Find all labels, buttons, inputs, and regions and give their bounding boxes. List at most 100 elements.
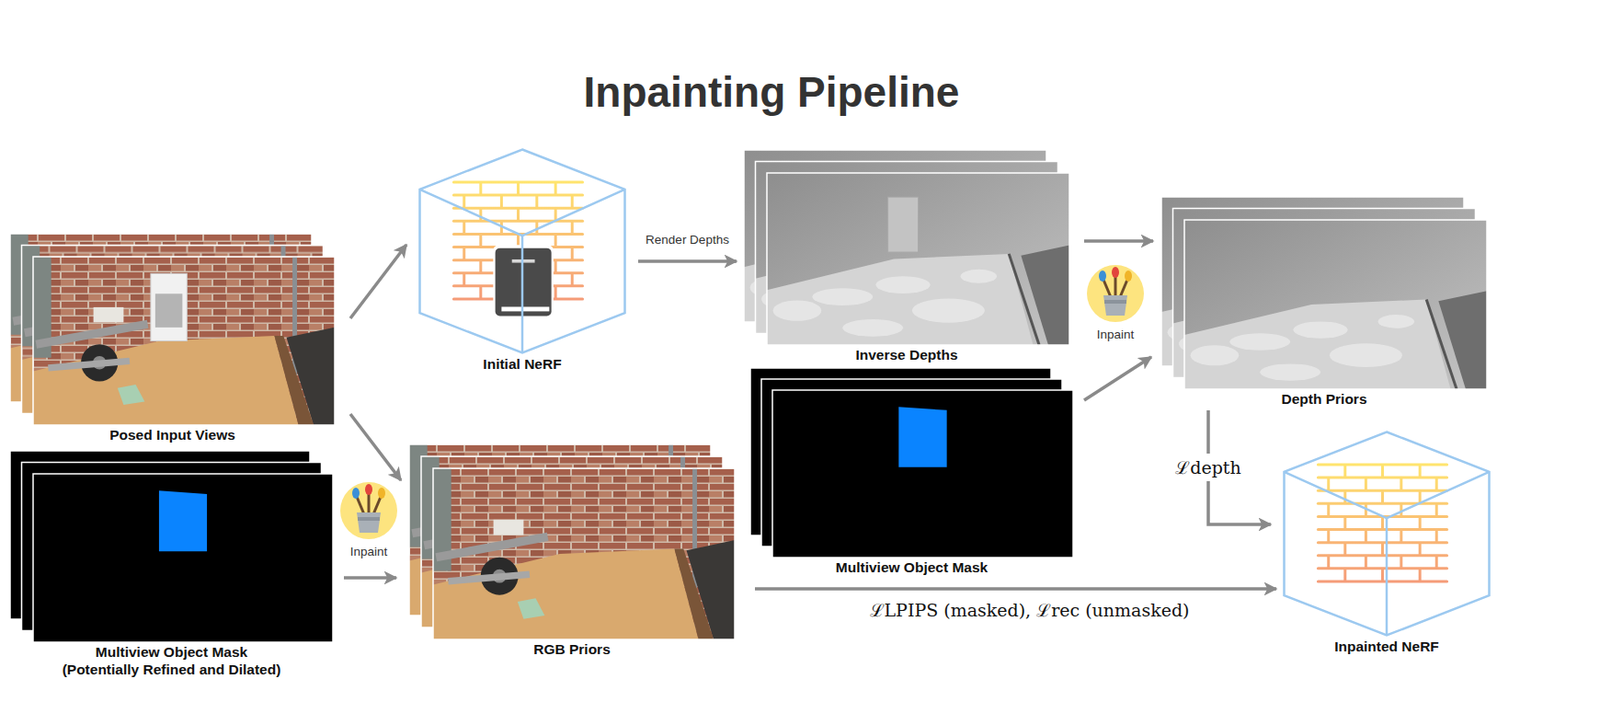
drawn-line (571, 247, 574, 261)
drawn-line (554, 233, 558, 247)
drawn-ellipse (1329, 342, 1403, 367)
arrow-connector (638, 259, 737, 263)
drawn-line (1317, 502, 1447, 505)
drawn-ellipse (1259, 363, 1321, 380)
drawn-rect (357, 516, 380, 521)
drawn-rect (1184, 219, 1487, 389)
drawn-line (373, 496, 381, 515)
image-stack: RGB Priors (409, 444, 735, 658)
arrow-connector (350, 413, 401, 480)
drawn-ellipse (773, 299, 823, 320)
drawn-line (1385, 517, 1389, 635)
image-layer (766, 172, 1070, 345)
drawn-rect (493, 519, 525, 536)
drawn-polygon (159, 490, 207, 551)
drawn-rect (93, 307, 125, 322)
arrow-connector (1084, 356, 1152, 400)
drawn-line (453, 194, 583, 197)
drawn-polygon (1020, 245, 1070, 345)
drawn-rect (766, 172, 1070, 345)
drawn-polygon (898, 406, 947, 468)
drawn-line (1381, 542, 1384, 556)
drawn-line (1381, 515, 1384, 529)
drawn-line (462, 273, 466, 286)
drawn-line (571, 220, 574, 234)
drawn-line (1435, 529, 1439, 543)
drawn-ellipse (1378, 314, 1415, 329)
drawn-line (1343, 464, 1347, 478)
node-illustration (10, 233, 335, 425)
drawn-ellipse (377, 487, 386, 499)
drawn-rect (766, 172, 1070, 345)
drawn-line (1381, 464, 1384, 478)
drawn-line (516, 207, 520, 221)
drawn-ellipse (842, 319, 903, 337)
drawn-polygon (1438, 290, 1487, 389)
drawn-path (1103, 295, 1128, 316)
image-layer (772, 389, 1074, 558)
drawn-rect (155, 293, 183, 328)
image-stack: Multiview Object Mask (750, 367, 1074, 576)
image-stack: Inverse Depths (743, 149, 1070, 364)
caption: Multiview Object Mask (750, 558, 1074, 576)
drawn-line (367, 492, 371, 515)
drawn-ellipse (1098, 270, 1107, 282)
drawn-polygon (517, 597, 546, 618)
drawn-line (1364, 555, 1368, 569)
drawn-line (1326, 529, 1330, 543)
drawn-line (462, 220, 466, 234)
drawn-line (1364, 477, 1368, 491)
drawn-ellipse (365, 483, 373, 495)
node-illustration (409, 444, 735, 640)
image-stack: Posed Input Views (10, 233, 335, 444)
drawn-polyline (1284, 471, 1490, 518)
drawn-line (554, 182, 558, 195)
drawn-line (1103, 279, 1111, 298)
drawn-ellipse (811, 287, 873, 306)
drawn-rect (772, 389, 1074, 558)
drawn-rect (888, 196, 919, 252)
drawn-line (1343, 515, 1347, 529)
drawn-line (1364, 529, 1368, 543)
drawn-line (1317, 579, 1447, 583)
drawn-polygon (1284, 432, 1490, 636)
drawn-rect (433, 468, 735, 640)
drawn-line (479, 182, 482, 195)
drawn-line (447, 573, 530, 581)
drawn-ellipse (960, 269, 997, 284)
drawn-ellipse (1111, 266, 1120, 278)
drawn-line (1326, 555, 1330, 569)
drawn-line (1418, 568, 1422, 582)
image-layer (433, 468, 735, 640)
drawn-line (453, 219, 583, 223)
drawn-line (1343, 568, 1347, 582)
drawn-ellipse (912, 298, 985, 323)
drawn-polygon (274, 335, 314, 425)
drawn-line (1120, 279, 1128, 298)
drawn-line (1435, 555, 1439, 569)
drawn-polygon (674, 548, 714, 640)
drawn-line (554, 285, 558, 299)
drawn-rect (501, 306, 549, 311)
drawn-line (535, 194, 538, 208)
drawn-rect (33, 473, 333, 642)
drawn-ellipse (1229, 332, 1291, 350)
drawn-circle (340, 481, 398, 539)
arrow-connector (1084, 239, 1154, 243)
drawn-ellipse (352, 487, 360, 499)
drawn-line (479, 207, 482, 221)
drawn-polyline (420, 189, 626, 236)
drawn-line (1008, 253, 1040, 345)
edge-label: ℒdepth (1172, 453, 1244, 481)
drawn-rect (150, 273, 187, 341)
drawn-line (47, 360, 130, 367)
drawn-line (1317, 527, 1447, 531)
icon-label: Inpaint (1097, 327, 1135, 342)
drawn-ellipse (1190, 344, 1240, 366)
drawn-line (516, 182, 520, 195)
nerf-cube: Inpainted NeRF (1282, 430, 1491, 655)
drawn-rect (33, 256, 335, 425)
drawn-line (462, 247, 466, 261)
drawn-line (521, 235, 525, 353)
drawn-polygon (766, 253, 1034, 345)
